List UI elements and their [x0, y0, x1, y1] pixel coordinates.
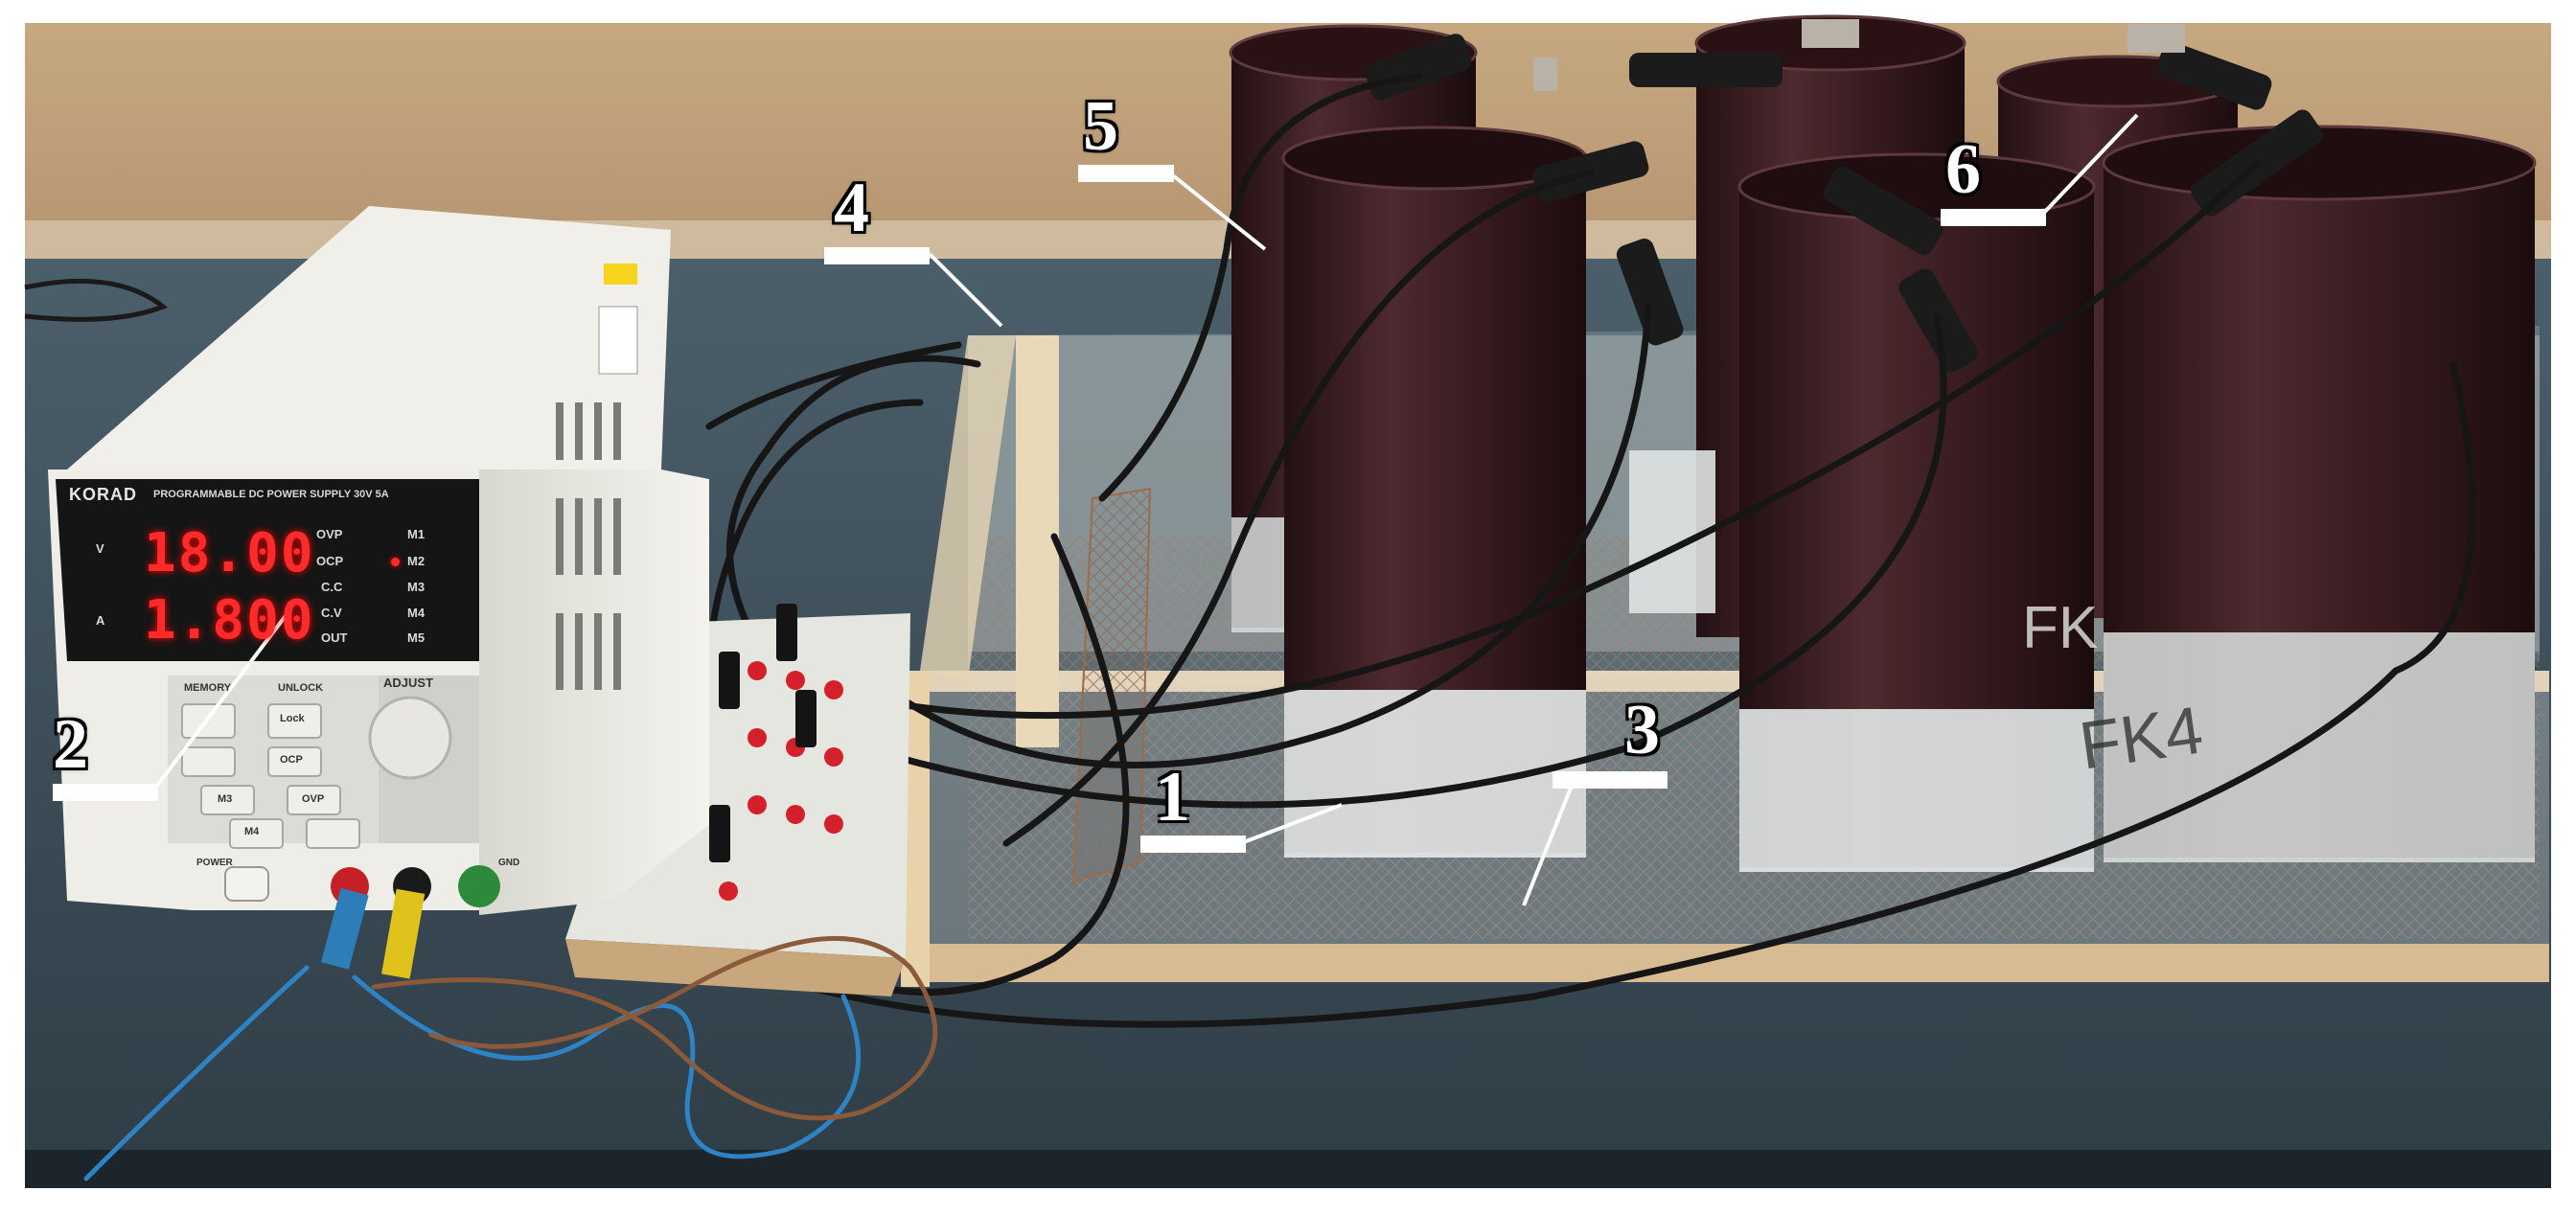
power-label: POWER — [196, 858, 233, 868]
indicator-out: OUT — [321, 630, 348, 645]
voltage-display: 18.00 — [144, 522, 315, 584]
memory-m4: M4 — [407, 606, 426, 620]
test-leads — [83, 935, 938, 1181]
btn-lock-label: Lock — [280, 713, 305, 724]
section-adjust: ADJUST — [383, 676, 434, 690]
callout-label-6: 6 — [1945, 130, 1981, 209]
indicator-ocp: OCP — [316, 554, 344, 568]
gnd-label: GND — [498, 858, 520, 868]
callout-bars — [53, 165, 2046, 853]
indicator-cv: C.V — [321, 606, 342, 620]
adjust-knob — [368, 696, 452, 780]
tube-mark-fk: FK — [2022, 595, 2099, 661]
indicator-ovp: OVP — [316, 527, 343, 541]
voltage-unit: V — [96, 541, 104, 556]
section-unlock: UNLOCK — [278, 682, 324, 694]
btn-ovp-label: OVP — [302, 793, 325, 805]
section-memory: MEMORY — [184, 682, 232, 694]
memory-m2: M2 — [407, 554, 426, 568]
callout-label-2: 2 — [53, 705, 88, 784]
psu-brand: KORAD — [69, 485, 137, 504]
btn-m3-label: M3 — [218, 793, 233, 805]
callout-label-3: 3 — [1624, 691, 1660, 769]
m2-active-led — [391, 558, 400, 566]
memory-m1: M1 — [407, 527, 426, 541]
memory-m3: M3 — [407, 580, 426, 594]
btn-m4-label: M4 — [244, 826, 260, 837]
callout-leaders — [151, 113, 2139, 906]
metal-clip-tips — [1533, 19, 2185, 91]
callout-label-5: 5 — [1083, 87, 1118, 166]
current-unit: A — [96, 613, 105, 628]
current-display: 1.800 — [144, 589, 315, 652]
front-right-tube — [2102, 125, 2537, 862]
btn-ocp-label: OCP — [280, 754, 303, 766]
psu-model: PROGRAMMABLE DC POWER SUPPLY 30V 5A — [153, 489, 389, 500]
power-supply-unit — [48, 206, 709, 979]
memory-m5: M5 — [407, 630, 426, 645]
front-left-tube — [1281, 126, 1588, 858]
callout-label-1: 1 — [1155, 758, 1190, 836]
callout-label-4: 4 — [834, 169, 869, 247]
indicator-cc: C.C — [321, 580, 343, 594]
